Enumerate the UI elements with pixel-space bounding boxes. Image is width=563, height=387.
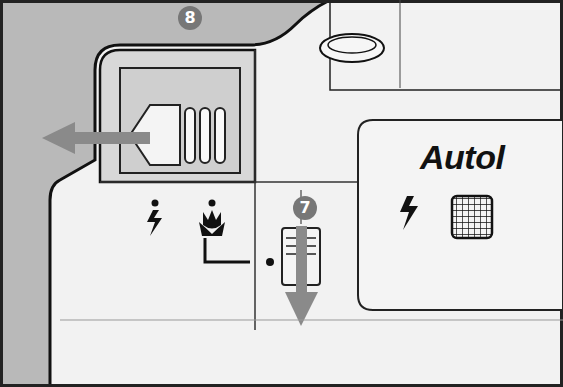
callout-number: 7 [293, 196, 317, 220]
brand-name: Autol [420, 138, 504, 177]
callout-number: 8 [178, 6, 202, 30]
